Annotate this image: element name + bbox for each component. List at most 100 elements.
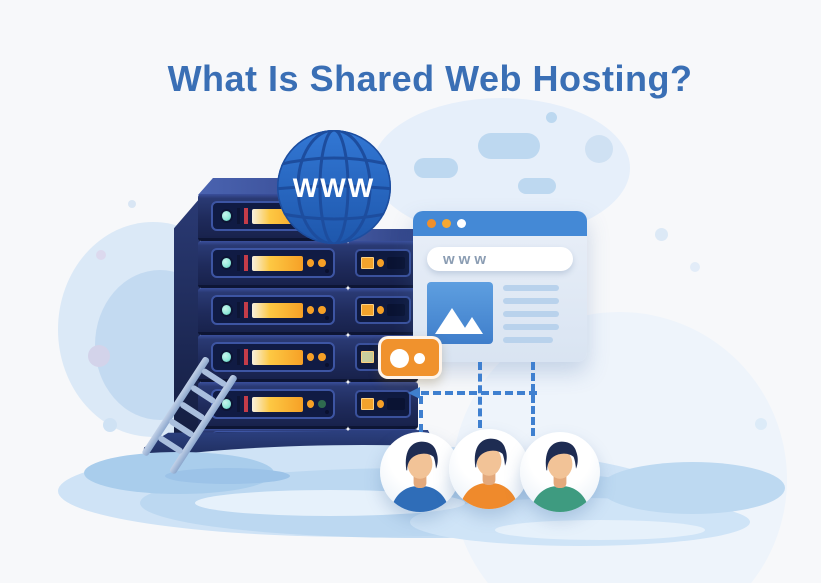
indicator-dot (318, 259, 326, 267)
indicator-dot (306, 306, 315, 314)
panel-stripe (237, 396, 241, 412)
traffic-light-dot (427, 219, 436, 228)
server-panel (211, 295, 335, 325)
water-shape (165, 468, 290, 484)
card-dot (414, 353, 425, 364)
browser-content (413, 271, 587, 344)
connector-line (478, 362, 482, 428)
indicator-dot (325, 410, 329, 414)
server-unit (198, 288, 348, 335)
cloud-shape (478, 133, 540, 159)
drive-slot (387, 257, 406, 269)
globe-grid (277, 130, 391, 244)
drive-slot (387, 304, 406, 316)
browser-titlebar (413, 211, 587, 236)
server-panel (355, 249, 411, 277)
user-avatar (380, 432, 460, 512)
indicator-dot (377, 306, 385, 314)
indicator-dot (377, 259, 385, 267)
ladder-rung (168, 417, 195, 439)
indicator-dot (318, 353, 326, 361)
server-panel (211, 389, 335, 419)
background-dot (690, 262, 700, 272)
mountain-icon (461, 317, 483, 334)
indicator-square (361, 351, 375, 363)
indicator-square (361, 398, 375, 410)
background-dot (655, 228, 668, 241)
water-shape (600, 462, 785, 514)
indicator-dot (318, 400, 326, 408)
status-led-icon (220, 256, 234, 270)
status-led-icon (220, 303, 234, 317)
text-line (503, 298, 559, 304)
text-line (503, 311, 559, 317)
text-line (503, 285, 559, 291)
indicator-dot (325, 269, 329, 273)
cloud-shape (518, 178, 556, 194)
panel-stripe (244, 302, 249, 318)
background-dot (88, 345, 110, 367)
indicator-dot (306, 400, 315, 408)
server-panel (355, 296, 411, 324)
background-dot (96, 250, 106, 260)
panel-stripe (237, 349, 241, 365)
traffic-light-dot (442, 219, 451, 228)
drive-slot (387, 398, 406, 410)
address-text: www (443, 250, 491, 268)
www-globe-icon: WWW (277, 130, 391, 244)
user-avatar (520, 432, 600, 512)
server-light-bar (252, 302, 303, 318)
ladder-rung (200, 367, 228, 388)
card-dot (390, 349, 409, 368)
address-bar: www (427, 247, 573, 271)
indicator-square (361, 304, 375, 316)
text-line (503, 337, 553, 343)
person-icon (459, 438, 519, 509)
server-panel (355, 390, 411, 418)
page-title: What Is Shared Web Hosting? (167, 58, 693, 100)
indicator-square (361, 257, 375, 269)
user-avatar (449, 429, 529, 509)
background-dot (546, 112, 557, 123)
panel-stripe (237, 208, 241, 224)
status-led-icon (220, 397, 234, 411)
background-dot (585, 135, 613, 163)
indicator-dot (325, 363, 329, 367)
indicator-dot (325, 316, 329, 320)
indicator-dot (306, 353, 315, 361)
ladder-rung (157, 434, 184, 455)
status-led-icon (220, 350, 234, 364)
server-unit (198, 382, 348, 429)
text-lines (503, 285, 559, 344)
server-light-bar (252, 255, 303, 271)
image-placeholder (427, 282, 493, 344)
server-unit (198, 335, 348, 382)
background-dot (103, 418, 117, 432)
ladder-rung (189, 384, 217, 405)
person-icon (390, 441, 450, 512)
status-led-icon (220, 209, 234, 223)
background-dot (128, 200, 136, 208)
connector-line (531, 362, 535, 436)
panel-stripe (244, 396, 249, 412)
indicator-dot (377, 400, 385, 408)
indicator-dot (318, 306, 326, 314)
browser-window: www (413, 211, 587, 362)
water-shape (495, 520, 705, 540)
indicator-dot (306, 259, 315, 267)
panel-stripe (237, 302, 241, 318)
person-icon (530, 441, 590, 512)
traffic-light-dot (457, 219, 466, 228)
panel-stripe (244, 208, 249, 224)
server-unit (348, 382, 418, 429)
server-unit (348, 288, 418, 335)
server-light-bar (252, 349, 303, 365)
server-panel (211, 342, 335, 372)
ladder-rung (178, 401, 206, 422)
server-light-bar (252, 396, 303, 412)
server-unit (198, 241, 348, 288)
background-dot (755, 418, 767, 430)
text-line (503, 324, 559, 330)
globe-label: WWW (293, 173, 375, 203)
